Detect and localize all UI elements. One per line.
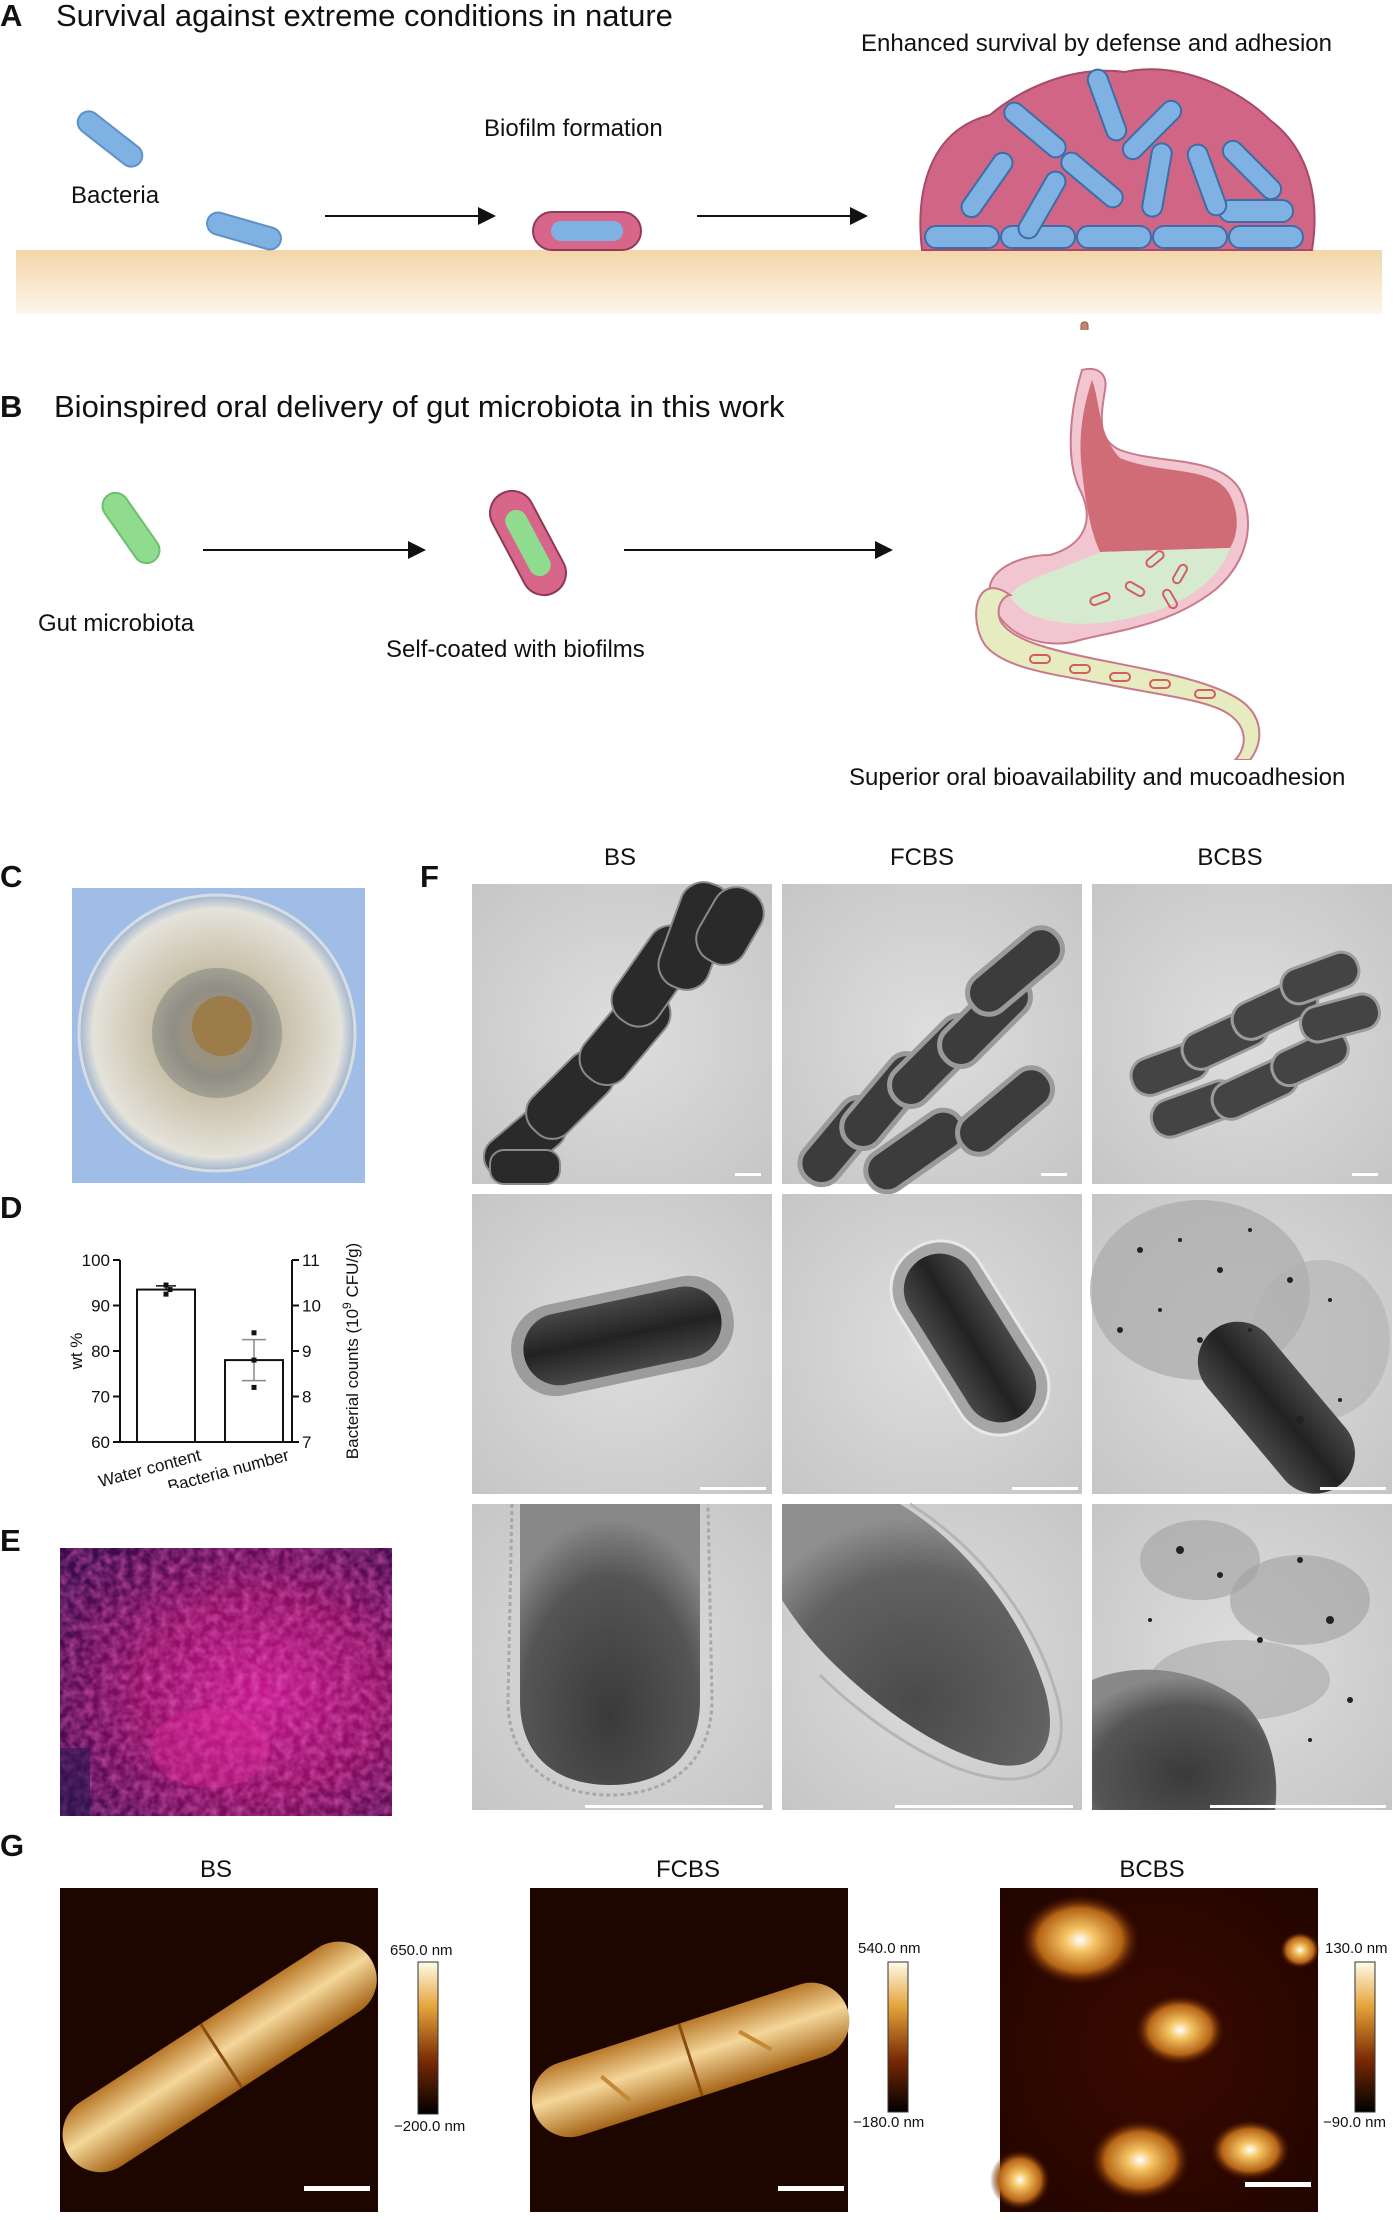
bacterium-2 [206, 211, 282, 251]
left-tick-label: 90 [91, 1297, 110, 1316]
afm-bcbs-max: 130.0 nm [1325, 1940, 1388, 1957]
gut-microbiota-label: Gut microbiota [38, 610, 195, 637]
bacterium-1 [76, 110, 144, 168]
arrow-3 [203, 541, 426, 559]
panel-e-letter: E [0, 1523, 21, 1558]
afm-title-fcbs: FCBS [655, 1856, 720, 1883]
tem-bcbs-low [1092, 884, 1392, 1184]
arrow-4 [624, 541, 893, 559]
afm-fcbs-colorbar [887, 1961, 909, 2113]
panel-b-illustration [101, 368, 1261, 760]
tem-bs-mid [472, 1194, 772, 1494]
right-tick-label: 9 [302, 1342, 311, 1361]
ground-surface [16, 250, 1382, 314]
arrow-1 [325, 207, 496, 225]
afm-bs-colorbar [417, 1961, 439, 2115]
arrow-2 [697, 207, 868, 225]
tem-fcbs-high [782, 1502, 1082, 1810]
superior-label: Superior oral bioavailability and mucoad… [849, 764, 1346, 791]
afm-bcbs-colorbar [1354, 1961, 1376, 2113]
panel-f-letter: F [420, 859, 439, 894]
left-tick-label: 80 [91, 1342, 110, 1361]
left-tick-label: 100 [82, 1251, 110, 1270]
data-point-bacteria [251, 1330, 257, 1336]
bar-water-content [136, 1288, 196, 1444]
data-point-bacteria [251, 1357, 257, 1363]
right-tick-label: 7 [302, 1433, 311, 1452]
tem-col-bs: BS [603, 844, 636, 871]
afm-bcbs-image [990, 1888, 1320, 2212]
data-point-bacteria [251, 1384, 257, 1390]
tem-bcbs-high [1092, 1504, 1392, 1810]
enhanced-survival-label: Enhanced survival by defense and adhesio… [861, 30, 1332, 57]
biofilm-formation-label: Biofilm formation [484, 115, 663, 142]
tem-fcbs-low [782, 884, 1082, 1195]
afm-fcbs-min: −180.0 nm [853, 2114, 924, 2131]
y-axis-title-left: wt % [67, 1333, 86, 1371]
panel-a-title: Survival against extreme conditions in n… [56, 0, 673, 33]
afm-bs-image [60, 1888, 378, 2212]
petri-dish-photo [72, 888, 365, 1183]
right-tick-label: 10 [302, 1297, 321, 1316]
tem-bs-low [472, 881, 772, 1185]
data-point-water [163, 1282, 169, 1288]
afm-images: 650.0 nm −200.0 nm 540.0 nm −180.0 nm 13… [60, 1888, 1388, 2212]
afm-bcbs-min: −90.0 nm [1323, 2114, 1386, 2131]
tem-bcbs-mid [1090, 1194, 1392, 1494]
tem-bs-high [472, 1503, 772, 1810]
panel-a-illustration [16, 68, 1382, 330]
panel-d-letter: D [0, 1190, 23, 1225]
right-tick-label: 8 [302, 1388, 311, 1407]
afm-bs-max: 650.0 nm [390, 1942, 453, 1959]
tem-fcbs-mid [782, 1194, 1082, 1494]
left-tick-label: 70 [91, 1388, 110, 1407]
panel-b-letter: B [0, 389, 23, 424]
panel-g-letter: G [0, 1828, 25, 1863]
gut-microbe [101, 491, 161, 565]
left-tick-label: 60 [91, 1433, 110, 1452]
panel-c-letter: C [0, 859, 23, 894]
bacteria-label: Bacteria [71, 182, 160, 209]
stomach-intestine [975, 368, 1261, 760]
right-tick-label: 11 [302, 1251, 320, 1270]
capsule-icon [1080, 321, 1089, 330]
biofilm-colony [919, 68, 1316, 251]
water-bacteria-chart: 60 70 80 90 100 7 8 9 10 11 wt % Bacterial counts (… [67, 1243, 362, 1488]
fluorescence-image [60, 1548, 392, 1816]
panel-a-letter: A [0, 0, 23, 33]
data-point-water [167, 1287, 173, 1293]
tem-col-bcbs: BCBS [1197, 844, 1263, 871]
data-point-water [163, 1291, 169, 1297]
afm-title-bs: BS [199, 1856, 232, 1883]
tem-col-fcbs: FCBS [889, 844, 954, 871]
coated-microbe [489, 489, 567, 597]
afm-fcbs-image [530, 1888, 850, 2212]
panel-b-title: Bioinspired oral delivery of gut microbi… [54, 389, 785, 424]
afm-bs-min: −200.0 nm [394, 2118, 465, 2135]
y-axis-title-right: Bacterial counts (109 CFU/g) [340, 1243, 362, 1459]
afm-fcbs-max: 540.0 nm [858, 1940, 921, 1957]
self-coated-label: Self-coated with biofilms [386, 636, 645, 663]
afm-title-bcbs: BCBS [1119, 1856, 1185, 1883]
